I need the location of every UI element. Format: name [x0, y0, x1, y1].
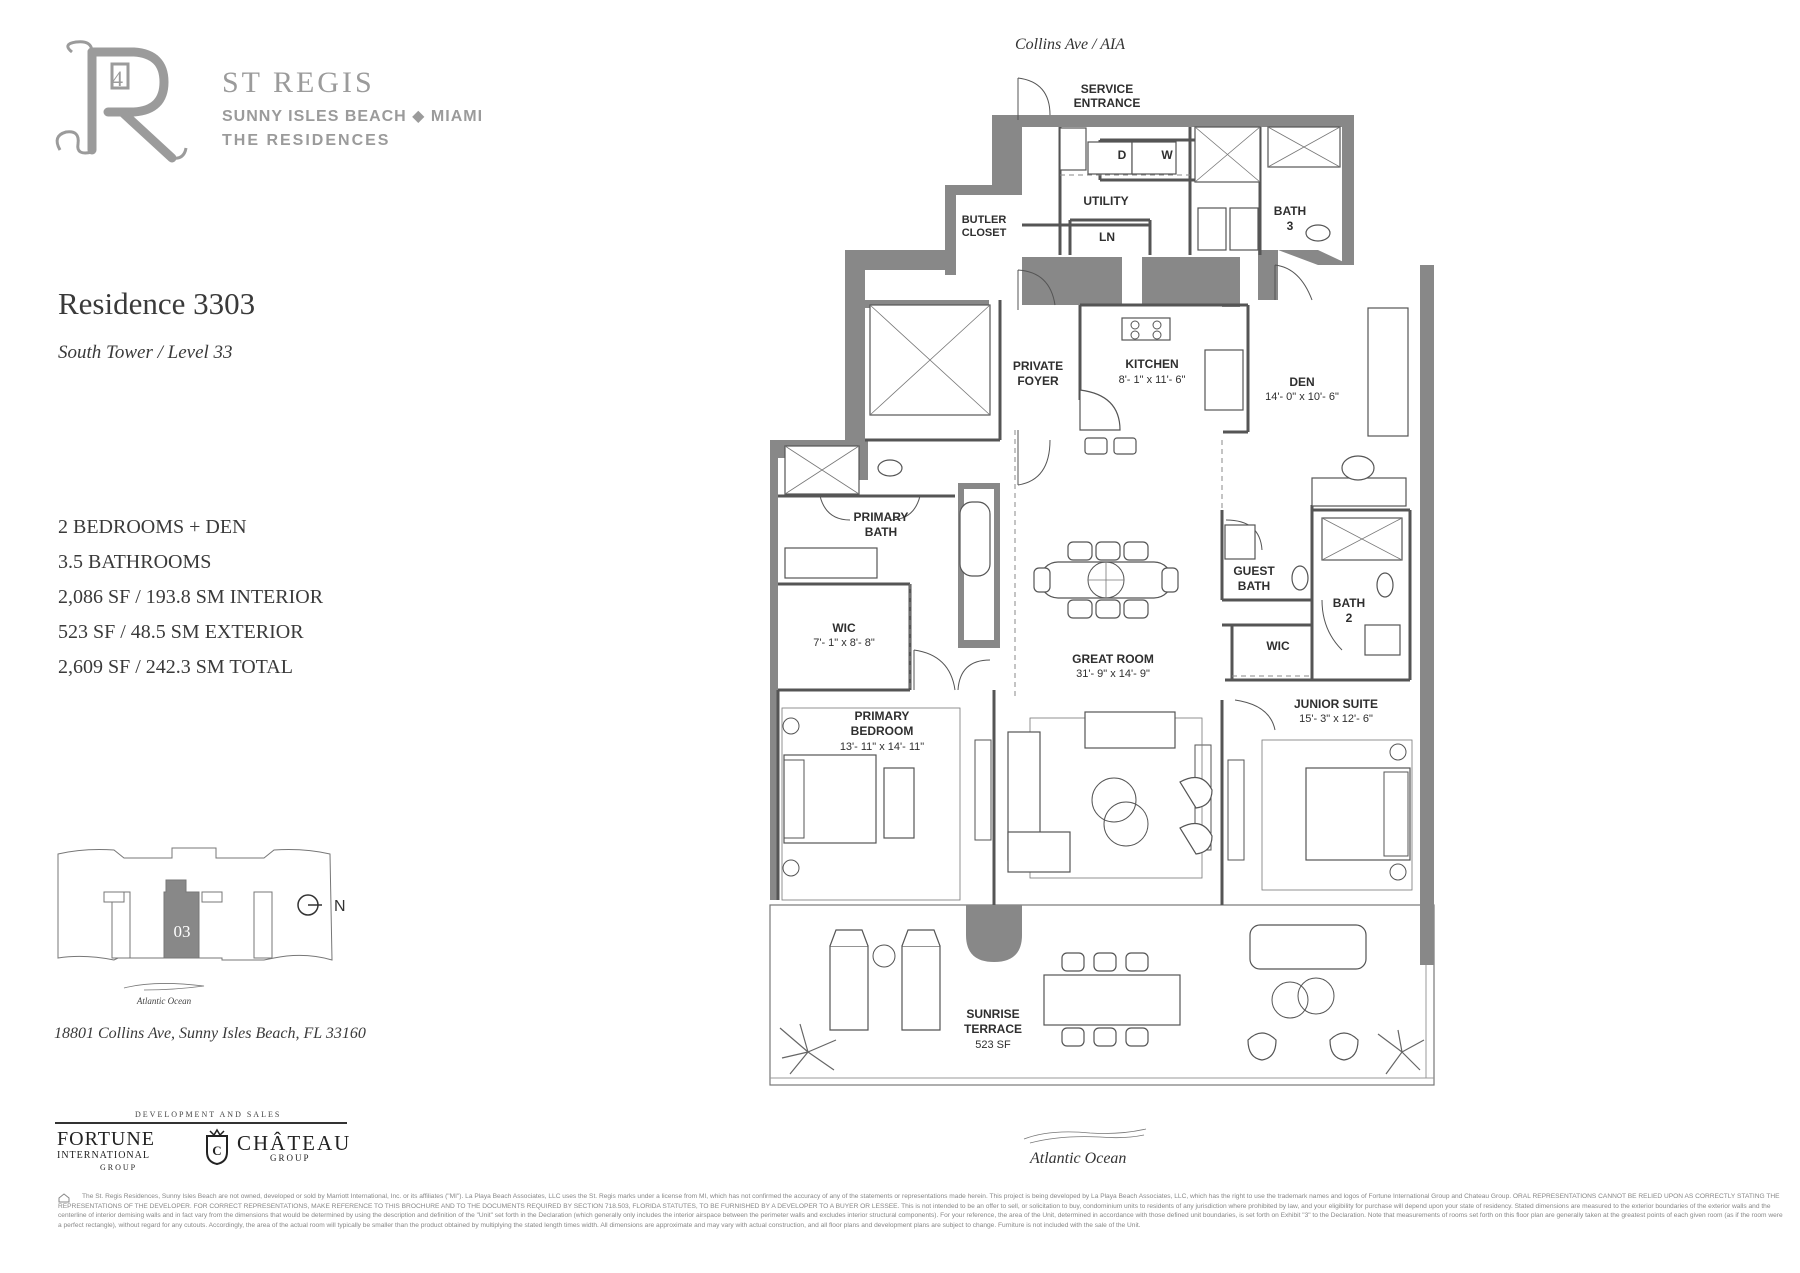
st-regis-monogram-logo: 4: [55, 40, 188, 163]
label-great-room: GREAT ROOM: [1072, 652, 1154, 666]
label-guest-bath-1: GUEST: [1233, 564, 1275, 578]
label-den: DEN: [1289, 375, 1314, 389]
chateau-logo-name: CHÂTEAU: [237, 1131, 352, 1155]
label-sunrise-terrace-2: TERRACE: [964, 1022, 1022, 1036]
chateau-logo-group: GROUP: [270, 1153, 311, 1163]
label-primary-bedroom-2: BEDROOM: [851, 724, 914, 738]
brand-location: SUNNY ISLES BEACH ◆ MIAMI: [222, 108, 484, 125]
label-wic-primary: WIC: [832, 621, 856, 635]
fortune-logo-group: GROUP: [100, 1163, 138, 1172]
primary-bedroom-furniture: [781, 707, 961, 901]
label-service-entrance-2: ENTRANCE: [1074, 96, 1141, 110]
label-linen: LN: [1099, 230, 1115, 244]
den-furniture: [1311, 307, 1409, 507]
developers-divider: [55, 1122, 347, 1124]
equal-housing-icon: [58, 1193, 70, 1203]
north-arrow-label: N: [334, 898, 346, 915]
label-primary-bedroom-1: PRIMARY: [855, 709, 910, 723]
room-labels: SERVICE ENTRANCE UTILITY D W LN BUTLER C…: [813, 82, 1378, 1051]
label-butler-closet-2: CLOSET: [962, 227, 1007, 239]
terrace-furniture: [829, 924, 1367, 1061]
label-primary-bath-1: PRIMARY: [854, 510, 909, 524]
label-bath2-2: 2: [1346, 611, 1353, 625]
chateau-crest-icon: C: [206, 1128, 228, 1166]
label-junior-suite: JUNIOR SUITE: [1294, 697, 1378, 711]
junior-suite-furniture: [1261, 739, 1413, 891]
street-label: Collins Ave / AIA: [1015, 36, 1126, 53]
spec-total: 2,609 SF / 242.3 SM TOTAL: [58, 656, 293, 678]
residence-subtitle: South Tower / Level 33: [58, 342, 233, 363]
label-junior-suite-dims: 15'- 3" x 12'- 6": [1299, 713, 1373, 725]
label-great-room-dims: 31'- 9" x 14'- 9": [1076, 668, 1150, 680]
doors: [819, 77, 1343, 731]
spec-interior: 2,086 SF / 193.8 SM INTERIOR: [58, 586, 324, 608]
label-service-entrance-1: SERVICE: [1081, 82, 1133, 96]
svg-text:4: 4: [112, 66, 123, 91]
label-kitchen: KITCHEN: [1125, 357, 1178, 371]
brand-name: ST REGIS: [222, 66, 375, 99]
label-kitchen-dims: 8'- 1" x 11'- 6": [1119, 374, 1186, 386]
legal-disclaimer: The St. Regis Residences, Sunny Isles Be…: [58, 1193, 1783, 1229]
label-wic-primary-dims: 7'- 1" x 8'- 8": [813, 637, 875, 649]
developers-label: DEVELOPMENT AND SALES: [135, 1110, 282, 1119]
label-utility: UTILITY: [1083, 194, 1128, 208]
dining-set: [1033, 541, 1179, 619]
dashed-boundaries: [909, 174, 1310, 700]
label-guest-bath-2: BATH: [1238, 579, 1270, 593]
shower-fixtures: [784, 126, 1403, 561]
fortune-logo-sub: INTERNATIONAL: [57, 1150, 150, 1161]
palm-plant-icon: [779, 1023, 1425, 1075]
fortune-logo-name: FORTUNE: [57, 1128, 156, 1150]
key-plan-ocean-label: Atlantic Ocean: [136, 996, 192, 1006]
svg-text:C: C: [212, 1143, 221, 1158]
ocean-label: Atlantic Ocean: [1030, 1150, 1127, 1167]
label-primary-bath-2: BATH: [865, 525, 897, 539]
residence-title: Residence 3303: [58, 286, 256, 321]
spec-exterior: 523 SF / 48.5 SM EXTERIOR: [58, 621, 304, 643]
label-bath2-1: BATH: [1333, 596, 1365, 610]
label-private-foyer-1: PRIVATE: [1013, 359, 1063, 373]
interior-fixtures: [974, 739, 1245, 861]
label-bath3-2: 3: [1287, 219, 1294, 233]
label-terrace-area: 523 SF: [975, 1039, 1011, 1051]
building-address: 18801 Collins Ave, Sunny Isles Beach, FL…: [54, 1025, 366, 1042]
label-butler-closet-1: BUTLER: [962, 214, 1007, 226]
ocean-waves-icon: [1023, 1128, 1147, 1144]
label-washer: W: [1161, 148, 1173, 162]
spec-bathrooms: 3.5 BATHROOMS: [58, 551, 212, 573]
label-sunrise-terrace-1: SUNRISE: [966, 1007, 1019, 1021]
label-bath3-1: BATH: [1274, 204, 1306, 218]
label-den-dims: 14'- 0" x 10'- 6": [1265, 391, 1339, 403]
label-primary-bedroom-dims: 13'- 11" x 14'- 11": [840, 741, 924, 753]
plumbing-fixtures: [784, 127, 1401, 656]
key-plan-unit-label: 03: [174, 922, 191, 941]
label-private-foyer-2: FOYER: [1017, 374, 1059, 388]
label-wic-junior: WIC: [1266, 639, 1290, 653]
key-plan: 03 Atlantic Ocean N: [57, 847, 346, 1006]
brand-subtitle: THE RESIDENCES: [222, 132, 391, 149]
spec-bedrooms: 2 BEDROOMS + DEN: [58, 516, 247, 538]
exterior-walls: [770, 115, 1434, 965]
living-room-furniture: [1007, 711, 1213, 879]
label-dryer: D: [1118, 148, 1127, 162]
